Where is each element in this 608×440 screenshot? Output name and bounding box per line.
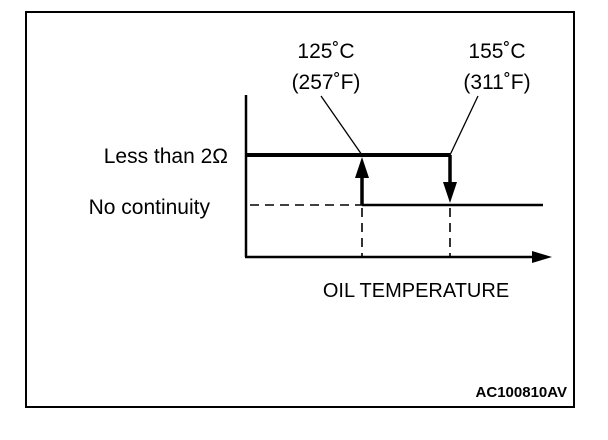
down-transition-arrowhead: [443, 182, 457, 203]
x-axis-label: OIL TEMPERATURE: [323, 280, 509, 302]
low-threshold-fahrenheit: (257˚F): [292, 71, 361, 94]
high-threshold-fahrenheit: (311˚F): [463, 71, 530, 94]
up-transition-arrowhead: [355, 157, 369, 178]
figure-code: AC100810AV: [476, 384, 567, 401]
upper-state-label: Less than 2Ω: [104, 145, 228, 168]
lower-state-label: No continuity: [89, 196, 211, 219]
figure-border: [25, 11, 575, 408]
x-axis-arrowhead: [532, 251, 552, 263]
high-threshold-leader-line: [449, 95, 479, 156]
low-threshold-celsius: 125˚C: [297, 40, 354, 63]
low-threshold-leader-line: [320, 95, 363, 156]
high-threshold-celsius: 155˚C: [468, 40, 525, 63]
